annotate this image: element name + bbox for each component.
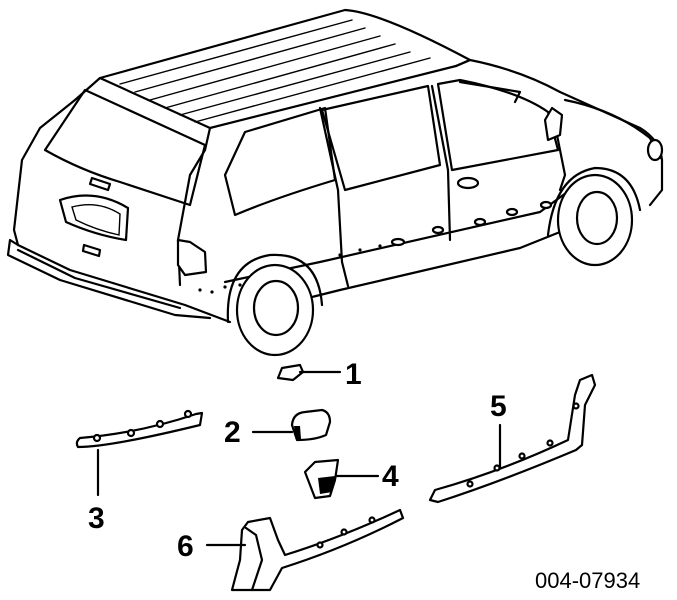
minivan-illustration	[6, 8, 664, 357]
callout-1-label: 1	[345, 358, 362, 391]
part-2-cap	[251, 408, 332, 442]
part-1-clip	[276, 363, 342, 382]
callout-6-label: 6	[177, 530, 194, 563]
part-3-molding	[75, 409, 204, 497]
callout-3-label: 3	[88, 502, 105, 535]
part-4-bracket	[303, 458, 380, 500]
part-6-sill-molding	[205, 508, 405, 592]
part-5-rocker-molding	[428, 373, 597, 504]
callout-2-label: 2	[224, 416, 241, 449]
callout-4-label: 4	[382, 460, 399, 493]
callout-5-label: 5	[490, 390, 507, 423]
diagram-code: 004-07934	[535, 568, 640, 593]
